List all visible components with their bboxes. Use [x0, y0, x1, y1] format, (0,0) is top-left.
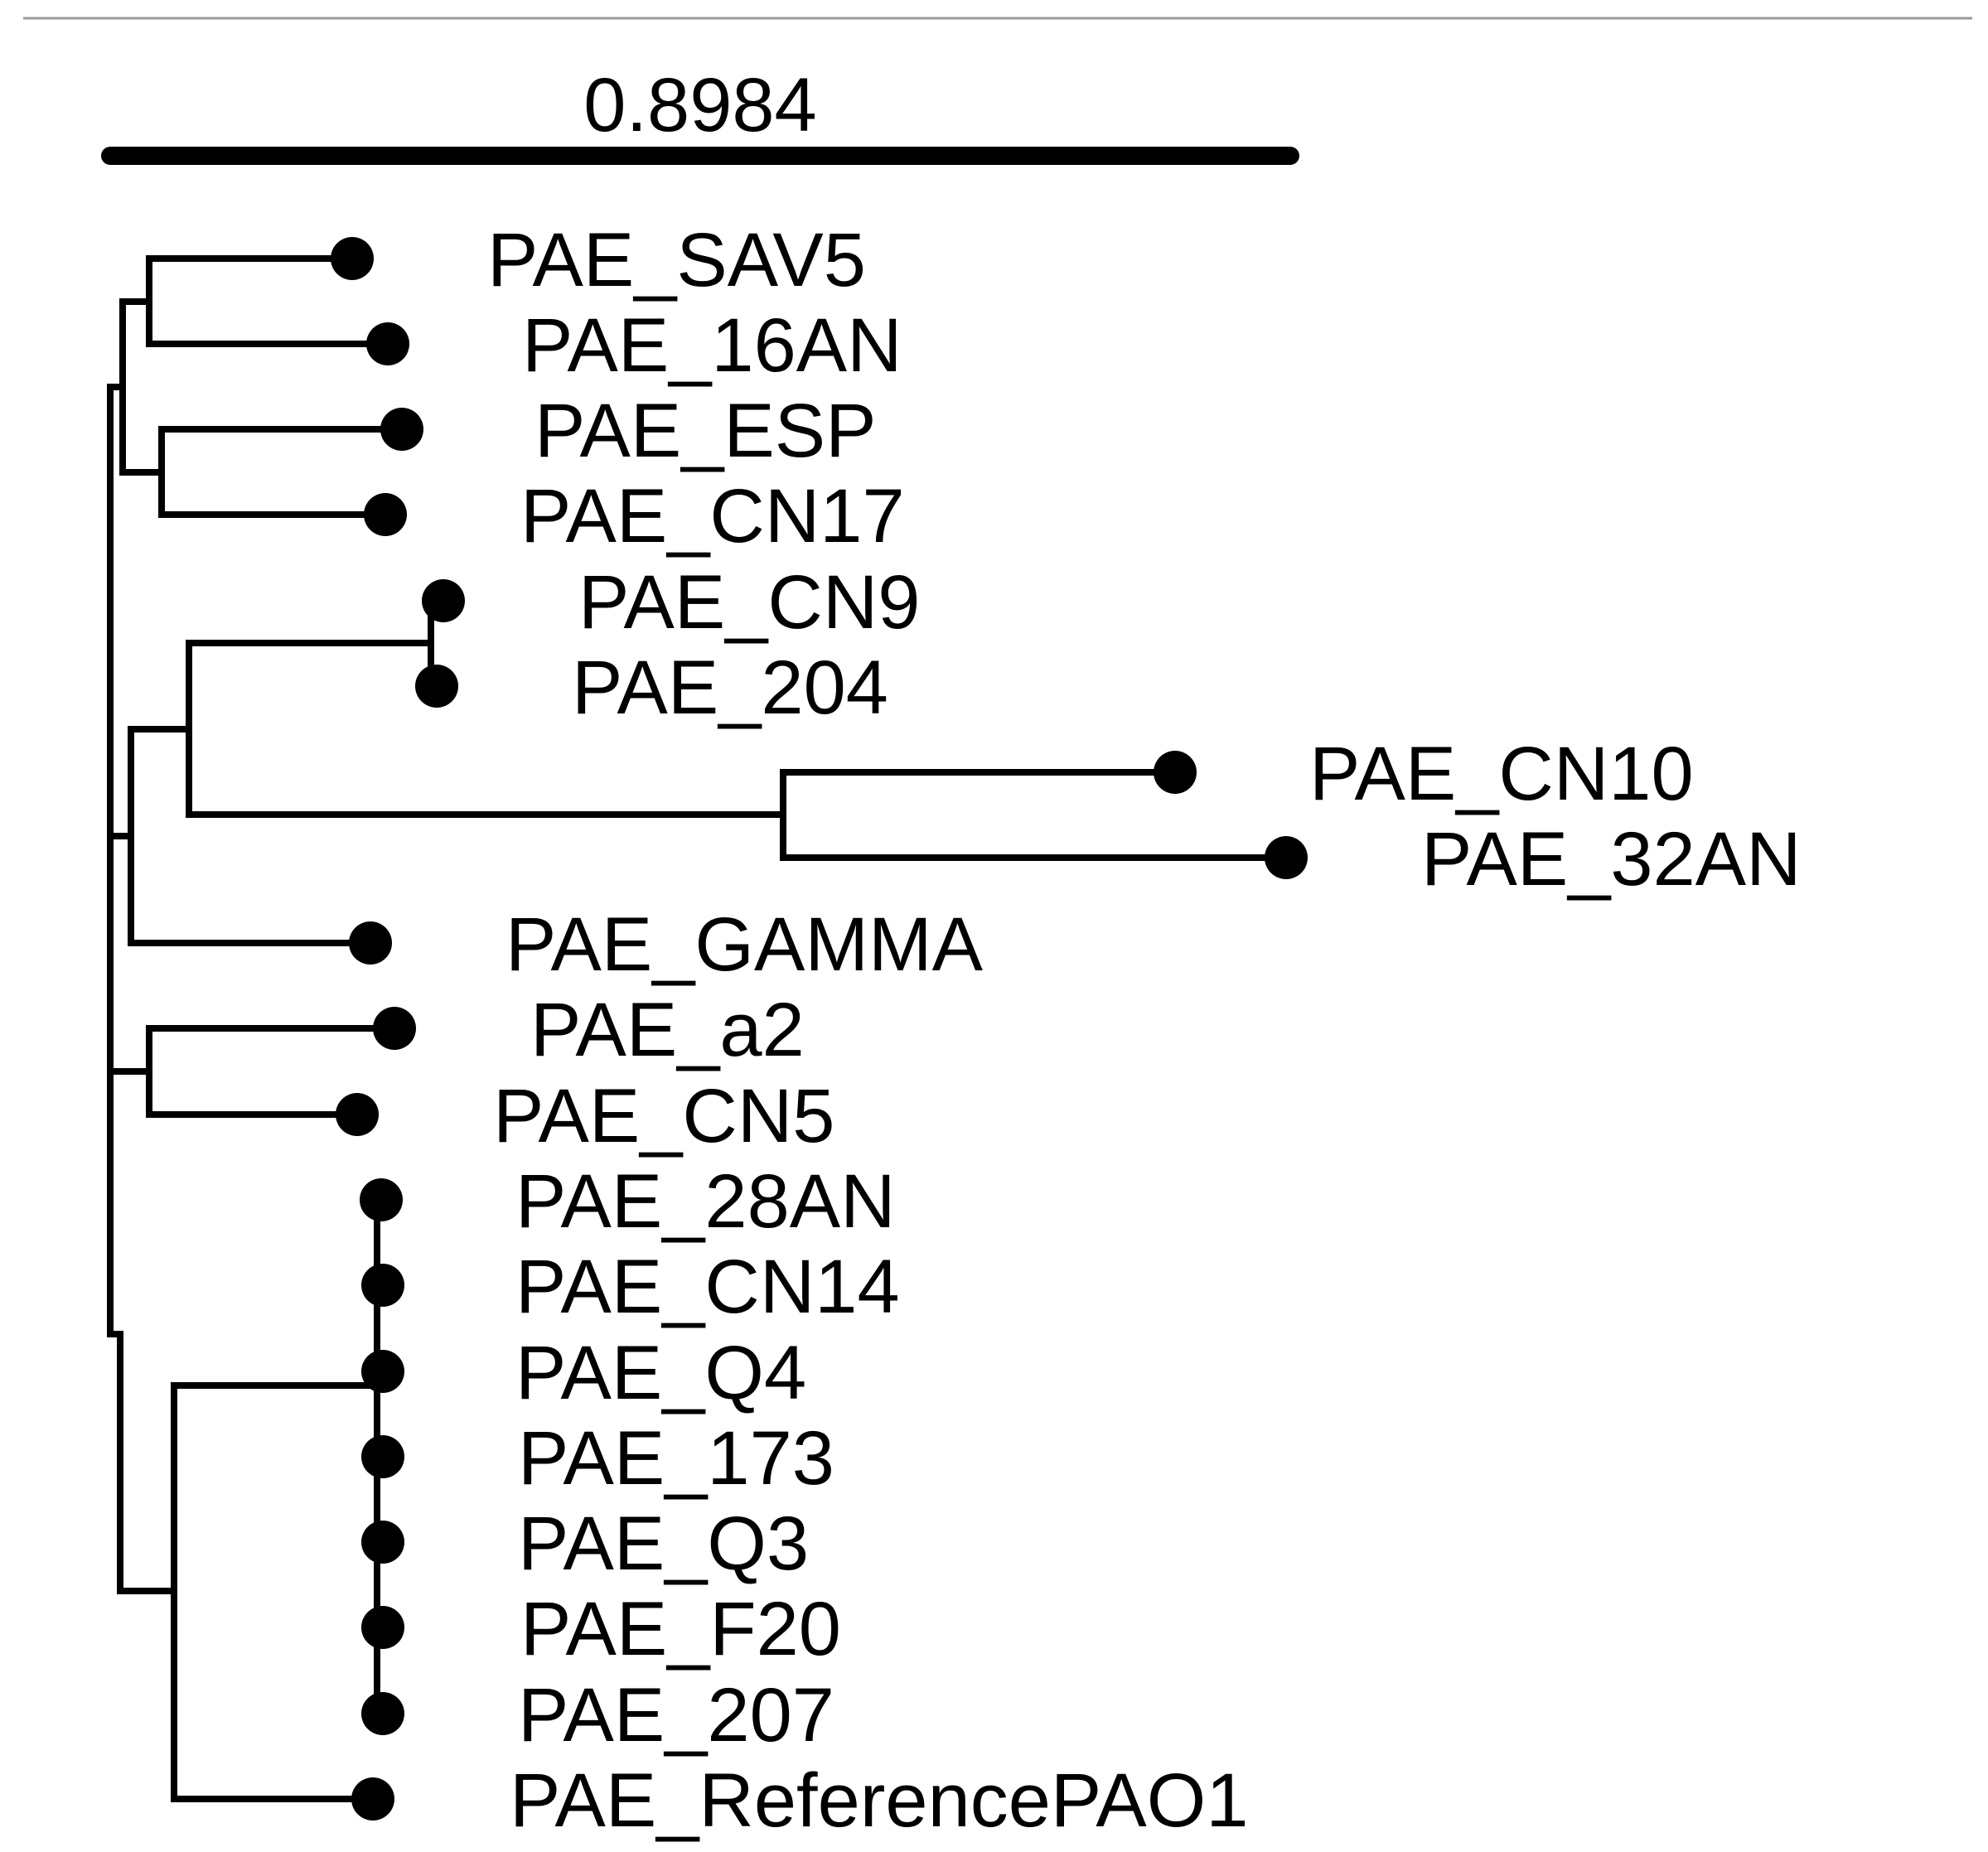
tip-node — [361, 1435, 404, 1478]
tip-node — [351, 1777, 394, 1821]
tip-label: PAE_32AN — [1421, 817, 1802, 902]
tip-node — [336, 1093, 379, 1136]
tip-node — [360, 1178, 403, 1221]
scale-bar-label: 0.8984 — [583, 63, 816, 147]
tip-label: PAE_16AN — [522, 303, 902, 388]
tip-node — [422, 579, 465, 622]
tip-label: PAE_CN5 — [493, 1074, 834, 1158]
tree-tips — [331, 237, 1308, 1821]
tip-node — [366, 322, 409, 365]
tip-node — [415, 665, 458, 708]
tip-label: PAE_CN9 — [578, 560, 920, 645]
tip-node — [1154, 751, 1197, 794]
tip-label: PAE_204 — [572, 646, 888, 730]
tip-node — [361, 1692, 404, 1735]
tip-label: PAE_173 — [518, 1416, 834, 1501]
tip-node — [361, 1521, 404, 1564]
tip-label: PAE_CN17 — [520, 474, 905, 559]
tip-label: PAE_ReferencePAO1 — [510, 1758, 1249, 1843]
tip-node — [1265, 836, 1308, 879]
tip-label: PAE_28AN — [515, 1159, 896, 1244]
tip-node — [380, 408, 423, 451]
tip-label: PAE_ESP — [534, 389, 877, 473]
tip-label: PAE_SAV5 — [487, 218, 866, 302]
tip-label: PAE_CN14 — [515, 1245, 900, 1329]
tip-label: PAE_GAMMA — [505, 902, 984, 987]
tip-label: PAE_a2 — [530, 988, 805, 1072]
tip-label: PAE_Q4 — [515, 1331, 806, 1415]
tip-node — [364, 493, 407, 536]
tip-node — [361, 1606, 404, 1649]
tip-label: PAE_CN10 — [1309, 732, 1694, 816]
tip-label: PAE_207 — [518, 1673, 834, 1758]
tree-tip-labels: PAE_SAV5PAE_16ANPAE_ESPPAE_CN17PAE_CN9PA… — [487, 218, 1802, 1843]
tip-node — [373, 1007, 416, 1050]
tip-node — [361, 1350, 404, 1393]
tip-node — [349, 921, 392, 965]
tip-label: PAE_F20 — [520, 1587, 841, 1671]
tip-node — [331, 237, 374, 280]
tip-label: PAE_Q3 — [518, 1501, 809, 1586]
tip-node — [361, 1264, 404, 1307]
